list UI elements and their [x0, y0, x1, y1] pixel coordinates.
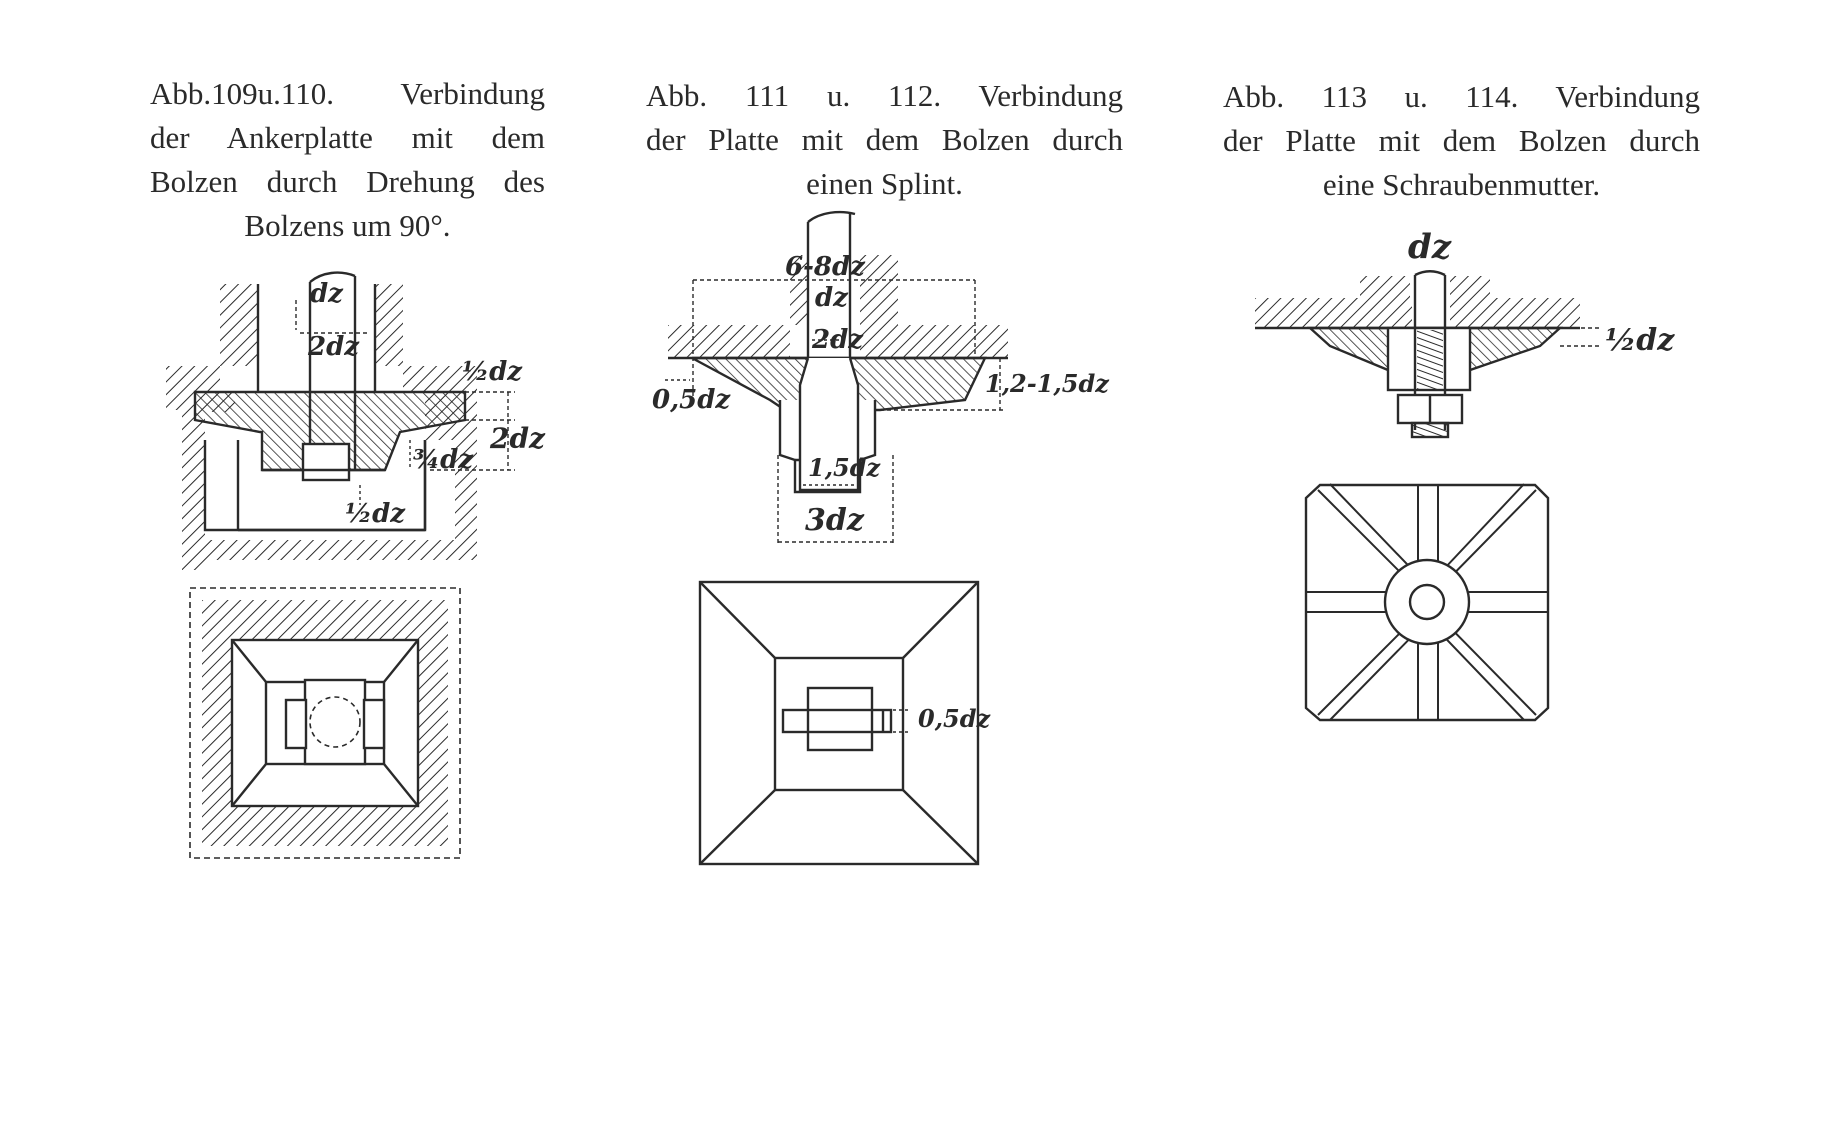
dim-label: dz	[815, 283, 849, 313]
fig-112-labels: 0,5dz	[918, 704, 992, 733]
dim-label: ½dz	[345, 499, 406, 529]
caption-line: Abb. 113 u. 114. Verbindung	[1223, 79, 1700, 114]
fig-109-section	[166, 271, 515, 570]
caption-line: einen Splint.	[806, 166, 963, 201]
fig-111-labels: 6-8dz dz 2dz 0,5dz 1,2-1,5dz 1,5dz 3dz	[652, 252, 1110, 538]
caption-fig-111-112: Abb. 111 u. 112. Verbindung der Platte m…	[646, 74, 1123, 206]
dim-label: 3dz	[805, 503, 865, 538]
dim-label: 1,2-1,5dz	[985, 369, 1110, 398]
caption-line: eine Schraubenmutter.	[1322, 167, 1601, 202]
caption-line: Abb.109u.110. Verbindung	[150, 76, 545, 111]
caption-fig-109-110: Abb.109u.110. Verbindung der Ankerplatte…	[150, 72, 545, 248]
dim-label: 2dz	[307, 332, 360, 362]
caption-line: Bolzens um 90°.	[244, 208, 451, 243]
fig-112-plan	[698, 580, 980, 866]
dim-label: dz	[310, 279, 344, 309]
fig-114-plan	[1304, 483, 1550, 722]
caption-line: der Ankerplatte mit dem	[150, 120, 545, 155]
dim-label: 2dz	[811, 325, 864, 355]
dim-label: 0,5dz	[652, 385, 731, 415]
fig-111-section	[665, 210, 1008, 545]
dim-label: ½dz	[1605, 323, 1675, 358]
fig-110-plan	[189, 587, 461, 859]
caption-line: der Platte mit dem Bolzen durch	[646, 122, 1123, 157]
caption-line: Abb. 111 u. 112. Verbindung	[646, 78, 1123, 113]
dim-label: 1,5dz	[808, 453, 882, 482]
dim-label: 0,5dz	[918, 704, 992, 733]
caption-line: Bolzen durch Drehung des	[150, 164, 545, 199]
caption-fig-113-114: Abb. 113 u. 114. Verbindung der Platte m…	[1223, 75, 1700, 207]
caption-line: der Platte mit dem Bolzen durch	[1223, 123, 1700, 158]
dim-label: 6-8dz	[785, 252, 866, 282]
fig-109-labels: dz 2dz ½dz 2dz ¾dz ½dz	[307, 279, 546, 529]
fig-113-labels: dz ½dz	[1408, 227, 1675, 358]
dim-label: ½dz	[462, 357, 523, 387]
dim-label: ¾dz	[413, 445, 474, 475]
dim-label: 2dz	[489, 422, 546, 455]
fig-113-section	[1255, 270, 1600, 439]
dim-label: dz	[1408, 227, 1452, 267]
